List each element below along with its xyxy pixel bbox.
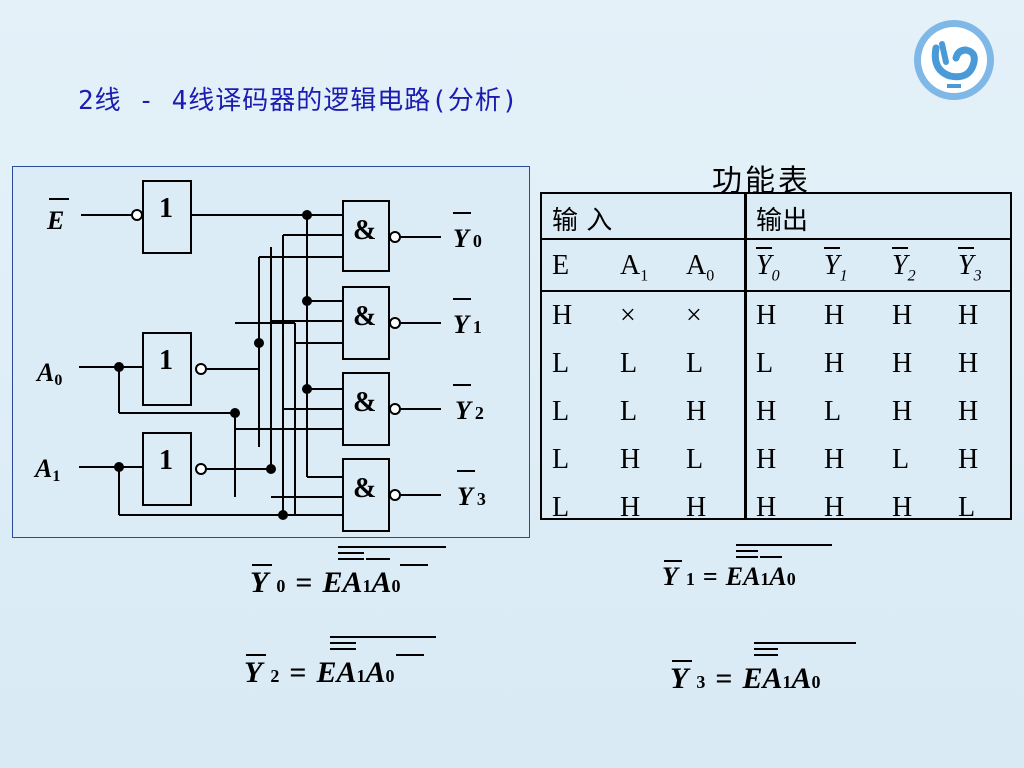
university-logo-icon bbox=[914, 20, 994, 100]
table-cell: H bbox=[892, 300, 913, 331]
table-cell: H bbox=[756, 492, 777, 523]
outputs-group-header: 输出 bbox=[756, 206, 809, 236]
col-header-y2: Y2 bbox=[892, 247, 916, 286]
and-gate-3-label: & bbox=[353, 473, 376, 504]
table-cell: L bbox=[552, 444, 570, 475]
page-title: 2线 - 4线译码器的逻辑电路(分析) bbox=[78, 86, 519, 116]
table-cell: H bbox=[756, 396, 777, 427]
and-gate-0-label: & bbox=[353, 215, 376, 246]
table-cell: L bbox=[620, 348, 638, 379]
table-cell: H bbox=[824, 348, 845, 379]
table-cell: H bbox=[756, 444, 777, 475]
table-cell: L bbox=[756, 348, 774, 379]
not-gate-e-label: 1 bbox=[159, 193, 173, 224]
table-cell: H bbox=[620, 444, 641, 475]
not-gate-a0-label: 1 bbox=[159, 345, 173, 376]
table-cell: H bbox=[958, 396, 979, 427]
table-cell: L bbox=[552, 348, 570, 379]
col-header-y1: Y1 bbox=[824, 247, 848, 286]
col-header-y3: Y3 bbox=[958, 247, 982, 286]
table-cell: L bbox=[958, 492, 976, 523]
table-cell: H bbox=[824, 444, 845, 475]
table-divider-columns bbox=[542, 290, 1010, 292]
table-cell: H bbox=[686, 492, 707, 523]
inputs-group-header: 输 入 bbox=[552, 206, 613, 236]
and-gate-2-label: & bbox=[353, 387, 376, 418]
input-a0-label: A0 bbox=[35, 358, 62, 389]
col-header-a0: A0 bbox=[686, 250, 715, 285]
table-cell: L bbox=[824, 396, 842, 427]
table-cell: H bbox=[892, 396, 913, 427]
table-cell: H bbox=[958, 348, 979, 379]
input-e-label: E bbox=[46, 206, 64, 235]
table-cell: L bbox=[686, 348, 704, 379]
not-gate-a1-label: 1 bbox=[159, 445, 173, 476]
and-gate-1-label: & bbox=[353, 301, 376, 332]
col-header-a1: A1 bbox=[620, 250, 649, 285]
col-header-y0: Y0 bbox=[756, 247, 780, 286]
table-cell: L bbox=[892, 444, 910, 475]
table-cell: × bbox=[620, 300, 636, 331]
table-divider-vertical bbox=[744, 194, 747, 518]
table-cell: H bbox=[958, 444, 979, 475]
table-cell: H bbox=[892, 348, 913, 379]
table-cell: H bbox=[756, 300, 777, 331]
table-cell: × bbox=[686, 300, 702, 331]
table-cell: H bbox=[552, 300, 573, 331]
table-divider-header bbox=[542, 238, 1010, 240]
table-cell: H bbox=[958, 300, 979, 331]
table-cell: L bbox=[552, 492, 570, 523]
table-cell: L bbox=[620, 396, 638, 427]
table-cell: L bbox=[552, 396, 570, 427]
table-cell: L bbox=[686, 444, 704, 475]
circuit-svg: E A0 A1 1 1 1 & & & & Y0 Y1 Y2 Y3 bbox=[33, 180, 486, 532]
table-cell: H bbox=[824, 300, 845, 331]
table-cell: H bbox=[824, 492, 845, 523]
table-cell: H bbox=[620, 492, 641, 523]
input-a1-label: A1 bbox=[33, 454, 60, 485]
table-cell: H bbox=[892, 492, 913, 523]
col-header-e: E bbox=[552, 250, 570, 281]
table-cell: H bbox=[686, 396, 707, 427]
